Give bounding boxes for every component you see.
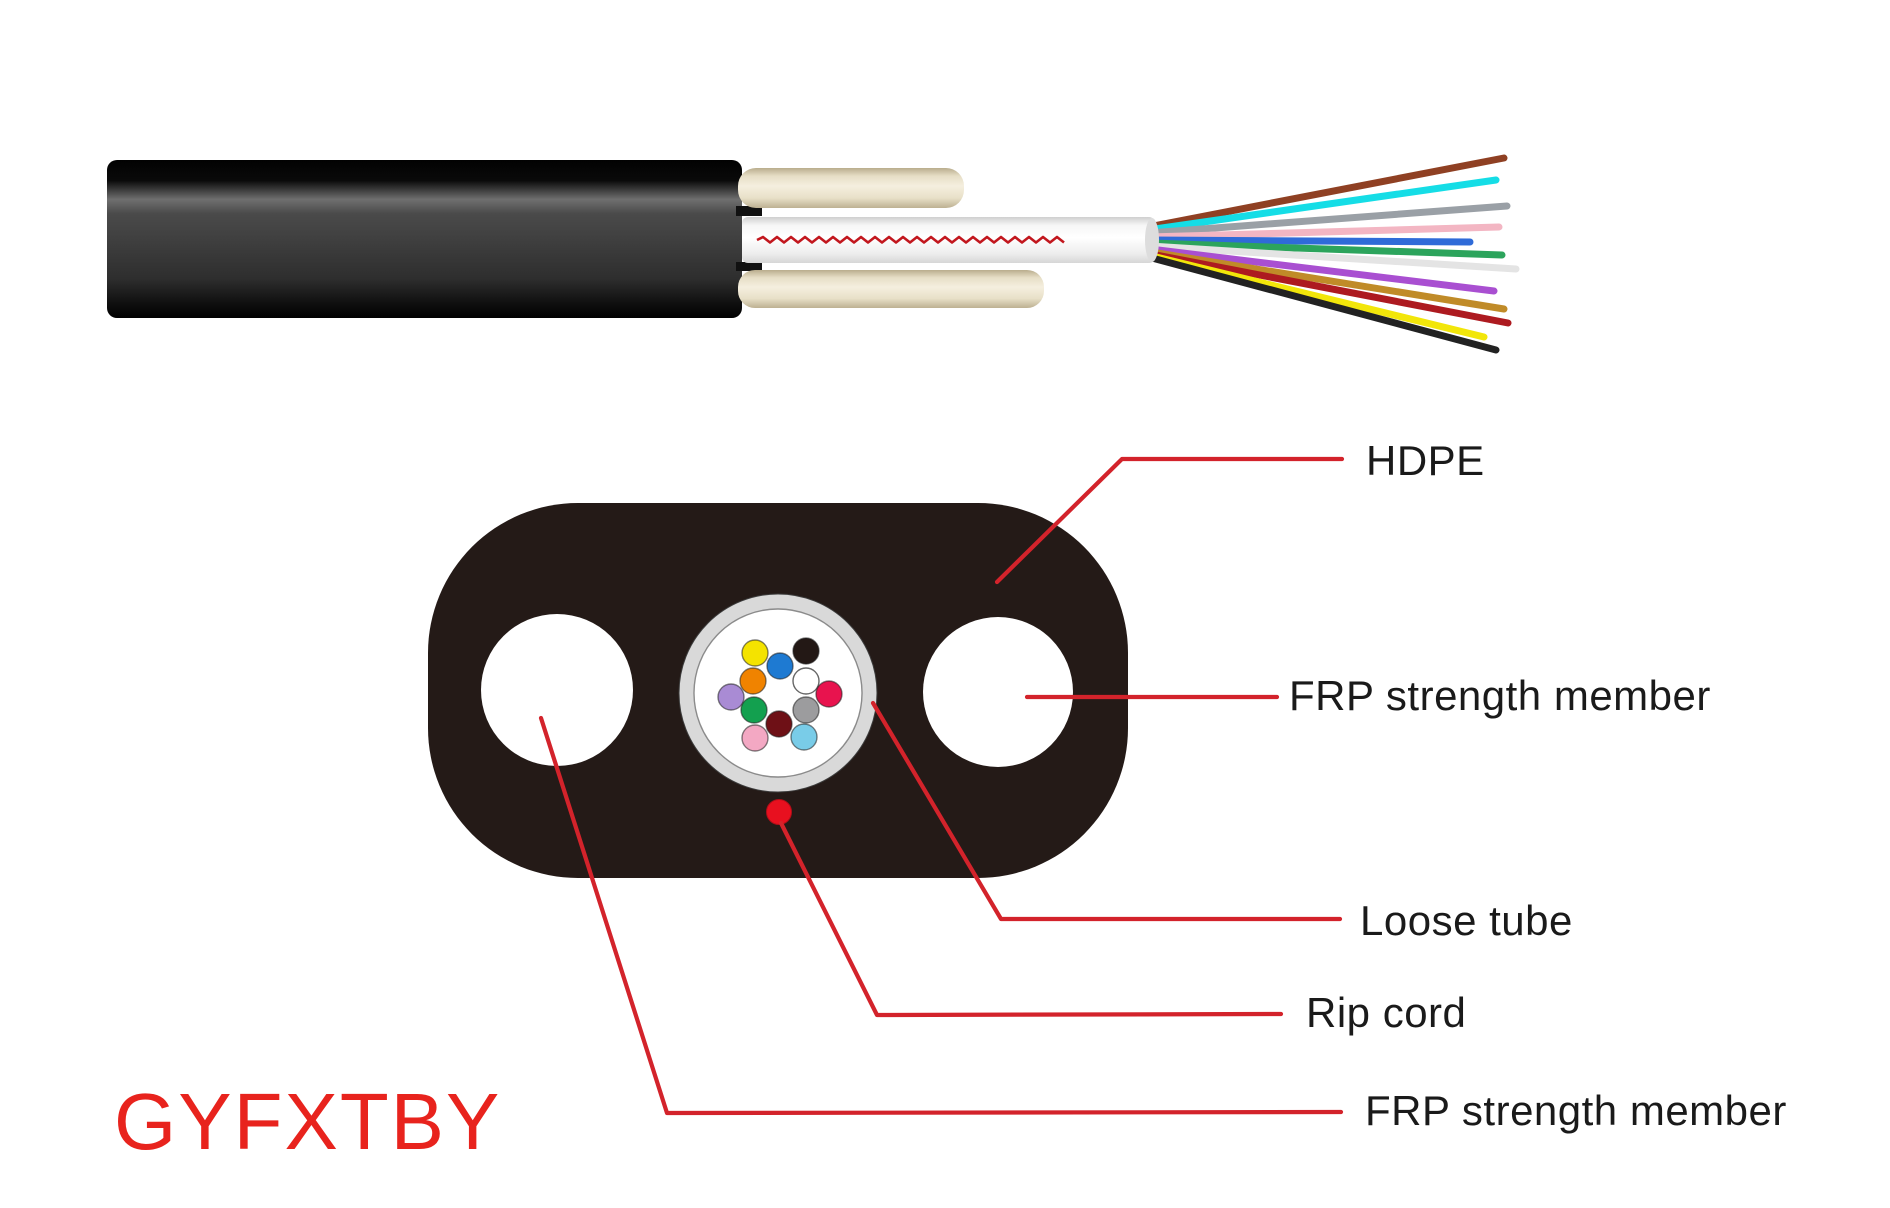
fiber-strand-slate bbox=[1145, 202, 1511, 237]
stripped-cable-illustration bbox=[107, 154, 1520, 354]
fiber-strand-rose bbox=[1145, 223, 1503, 241]
fiber-strand-orange bbox=[1147, 248, 1508, 313]
fiber-strand-green bbox=[1146, 239, 1506, 259]
label-loose-tube: Loose tube bbox=[1360, 897, 1573, 944]
tube-fiber-dot-blue bbox=[766, 652, 794, 680]
leader-line-hdpe bbox=[994, 456, 1345, 585]
frp-strength-member-right bbox=[923, 617, 1073, 767]
tube-fiber-dot-black bbox=[792, 637, 820, 665]
frp-strength-member-left bbox=[481, 614, 633, 766]
leader-lines bbox=[538, 456, 1345, 1116]
loose-tube-interior bbox=[694, 609, 862, 777]
rip-cord-thread bbox=[756, 235, 1065, 244]
tube-fiber-dot-slate bbox=[792, 696, 820, 724]
leader-line-loose-tube bbox=[870, 700, 1343, 922]
fiber-strand-darkred bbox=[1147, 250, 1512, 327]
jacket-notch-top bbox=[736, 206, 762, 216]
tube-fiber-dot-violet bbox=[717, 683, 745, 711]
rip-cord-dot bbox=[766, 799, 792, 825]
fiber-strand-violet bbox=[1146, 245, 1498, 295]
loose-tube-inner-outline bbox=[693, 608, 863, 778]
label-rip-cord: Rip cord bbox=[1306, 989, 1467, 1036]
tube-fiber-dot-green bbox=[740, 696, 768, 724]
fiber-fanout bbox=[1144, 154, 1520, 354]
fiber-strand-black bbox=[1148, 254, 1500, 354]
leader-line-rip-cord bbox=[778, 820, 1284, 1018]
cross-section-diagram bbox=[428, 456, 1345, 1116]
tube-fiber-dot-rose bbox=[741, 724, 769, 752]
cable-jacket bbox=[107, 160, 742, 318]
tube-fiber-dot-yellow bbox=[741, 639, 769, 667]
leader-line-frp-bottom bbox=[538, 715, 1344, 1116]
label-frp-strength-member-bottom: FRP strength member bbox=[1365, 1087, 1787, 1134]
product-code: GYFXTBY bbox=[114, 1077, 502, 1166]
fiber-strand-white bbox=[1146, 242, 1520, 273]
frp-rod-bottom bbox=[738, 270, 1044, 308]
label-hdpe: HDPE bbox=[1366, 437, 1485, 484]
tube-fiber-dot-white bbox=[792, 667, 820, 695]
fiber-strand-blue bbox=[1146, 236, 1474, 246]
label-frp-strength-member-right: FRP strength member bbox=[1289, 672, 1711, 719]
tube-fiber-dots bbox=[717, 637, 843, 752]
fiber-strand-aqua bbox=[1144, 176, 1500, 234]
tube-fiber-dot-aqua bbox=[790, 723, 818, 751]
fiber-strand-brown bbox=[1144, 154, 1508, 231]
frp-rod-top bbox=[738, 168, 964, 208]
tube-fiber-dot-orange bbox=[739, 667, 767, 695]
tube-fiber-dot-red bbox=[815, 680, 843, 708]
loose-tube-end bbox=[1145, 218, 1159, 262]
tube-fiber-dot-brown bbox=[765, 710, 793, 738]
jacket-notch-bottom bbox=[736, 262, 762, 271]
